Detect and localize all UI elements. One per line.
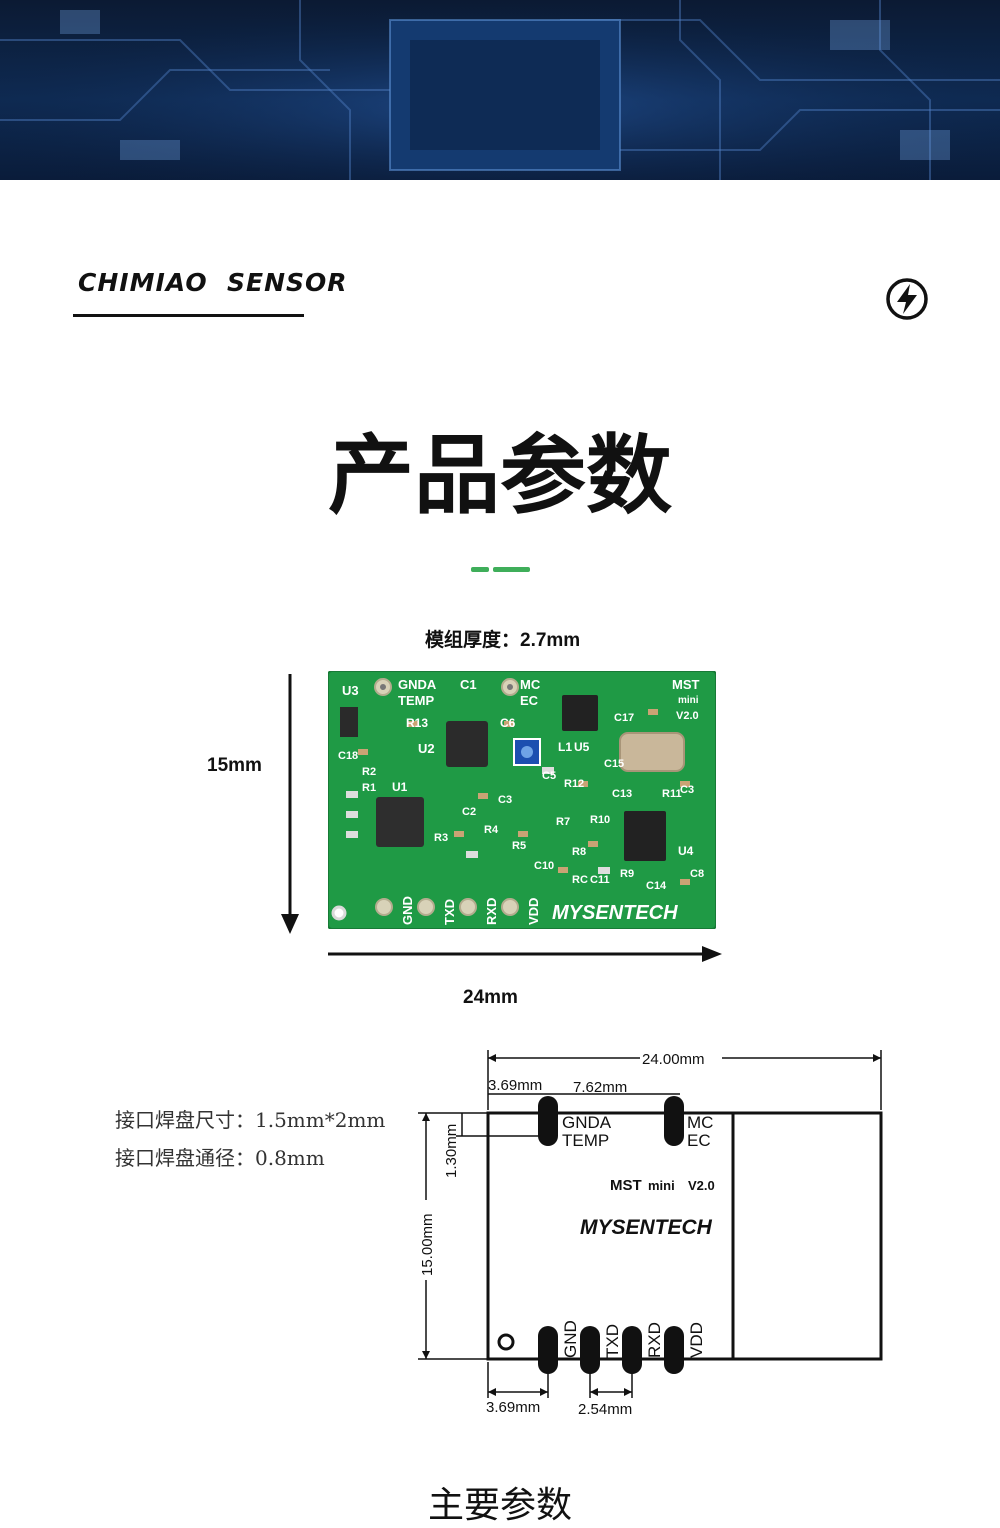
pcb-label-gnd: GND (400, 896, 415, 925)
pin-label-gnda: GNDA (562, 1113, 612, 1132)
section-title: 产品参数 (328, 426, 672, 526)
pcb-label-r4: R4 (484, 824, 499, 836)
pad-hole-spec: 接口焊盘通径：0.8mm (115, 1146, 325, 1170)
pcb-label-l1: L1 (558, 740, 572, 754)
pcb-label-u5: U5 (574, 740, 590, 754)
pcb-label-c3b: C3 (680, 784, 694, 796)
pcb-label-temp: TEMP (398, 693, 434, 708)
width-arrow (328, 946, 722, 962)
circuit-pattern (0, 0, 1000, 180)
pcb-label-c1: C1 (460, 677, 477, 692)
pin-label-ec: EC (687, 1131, 711, 1150)
header-banner-image (0, 0, 1000, 180)
pcb-label-ec: EC (520, 693, 539, 708)
width-label: 24mm (463, 987, 518, 1008)
dim-total-width: 24.00mm (642, 1051, 705, 1068)
pcb-label-r5: R5 (512, 840, 526, 852)
pcb-label-c17: C17 (614, 712, 634, 724)
pcb-label-brand: MYSENTECH (552, 902, 678, 924)
pcb-label-c11: C11 (590, 874, 610, 886)
pad-size-spec: 接口焊盘尺寸：1.5mm*2mm (115, 1108, 386, 1132)
pcb-label-mc: MC (520, 677, 541, 692)
dim-pad-offset: 1.30mm (443, 1124, 460, 1178)
main-params-heading: 主要参数 (427, 1485, 572, 1526)
pcb-label-c8: C8 (690, 868, 704, 880)
dim-top-spacing: 7.62mm (573, 1079, 627, 1096)
pcb-label-r13: R13 (406, 716, 428, 730)
brand-name: CHIMIAO SENSOR (78, 268, 348, 297)
pcb-label-c14: C14 (646, 880, 667, 892)
pcb-label-c13: C13 (612, 788, 632, 800)
pcb-label-vdd: VDD (526, 898, 541, 925)
pin-label-vdd: VDD (687, 1322, 706, 1358)
dim-height: 15.00mm (419, 1213, 436, 1276)
dimension-drawing: 24.00mm 3.69mm 7.62mm 15.00mm 1.30mm 3.6… (418, 1050, 883, 1418)
lightning-bolt-icon (886, 278, 928, 320)
pcb-label-mini: mini (678, 695, 699, 706)
dim-left-offset-bottom: 3.69mm (486, 1399, 540, 1416)
brand-underline (73, 314, 304, 317)
pcb-label-c15: C15 (604, 758, 624, 770)
thickness-label: 模组厚度：2.7mm (425, 630, 581, 651)
pcb-label-c10: C10 (534, 860, 554, 872)
pcb-label-rc: RC (572, 874, 588, 886)
pcb-label-r2: R2 (362, 766, 376, 778)
pcb-label-ver: V2.0 (676, 710, 699, 722)
pcb-label-r8: R8 (572, 846, 586, 858)
pcb-label-c2: C2 (462, 806, 476, 818)
pin-label-temp: TEMP (562, 1131, 609, 1150)
pcb-module-photo: U3 GNDA TEMP C1 MC EC MST mini V2.0 R13 … (328, 671, 716, 929)
pcb-label-r9: R9 (620, 868, 634, 880)
pcb-label-r11: R11 (662, 788, 682, 800)
title-accent-left (471, 567, 489, 572)
pin-label-mc: MC (687, 1113, 713, 1132)
dim-left-offset-top: 3.69mm (488, 1077, 542, 1094)
pcb-label-rxd: RXD (484, 898, 499, 925)
pcb-label-txd: TXD (442, 899, 457, 925)
model-mini: mini (648, 1178, 675, 1193)
pcb-label-gnda: GNDA (398, 677, 437, 692)
pcb-label-r1: R1 (362, 782, 376, 794)
height-arrow (281, 674, 299, 934)
pcb-label-u4: U4 (678, 844, 694, 858)
dim-pitch: 2.54mm (578, 1401, 632, 1418)
pcb-label-u3: U3 (342, 683, 359, 698)
pcb-label-u2: U2 (418, 741, 435, 756)
pcb-label-c3: C3 (498, 794, 512, 806)
pin-label-txd: TXD (603, 1324, 622, 1358)
pcb-label-c18: C18 (338, 750, 358, 762)
title-accent-right (493, 567, 530, 572)
model-mst: MST (610, 1177, 642, 1194)
pcb-label-c5: C5 (542, 770, 556, 782)
pcb-label-r3: R3 (434, 832, 448, 844)
pcb-label-mst: MST (672, 677, 700, 692)
pcb-label-c6: C6 (500, 716, 516, 730)
height-label: 15mm (207, 755, 262, 776)
pcb-label-r7: R7 (556, 816, 570, 828)
drawing-brand: MYSENTECH (580, 1216, 713, 1239)
pcb-label-r10: R10 (590, 814, 610, 826)
pcb-label-r12: R12 (564, 778, 584, 790)
pin-label-rxd: RXD (645, 1322, 664, 1358)
model-version: V2.0 (688, 1178, 715, 1193)
pcb-label-u1: U1 (392, 780, 408, 794)
pin-label-gnd: GND (561, 1320, 580, 1358)
